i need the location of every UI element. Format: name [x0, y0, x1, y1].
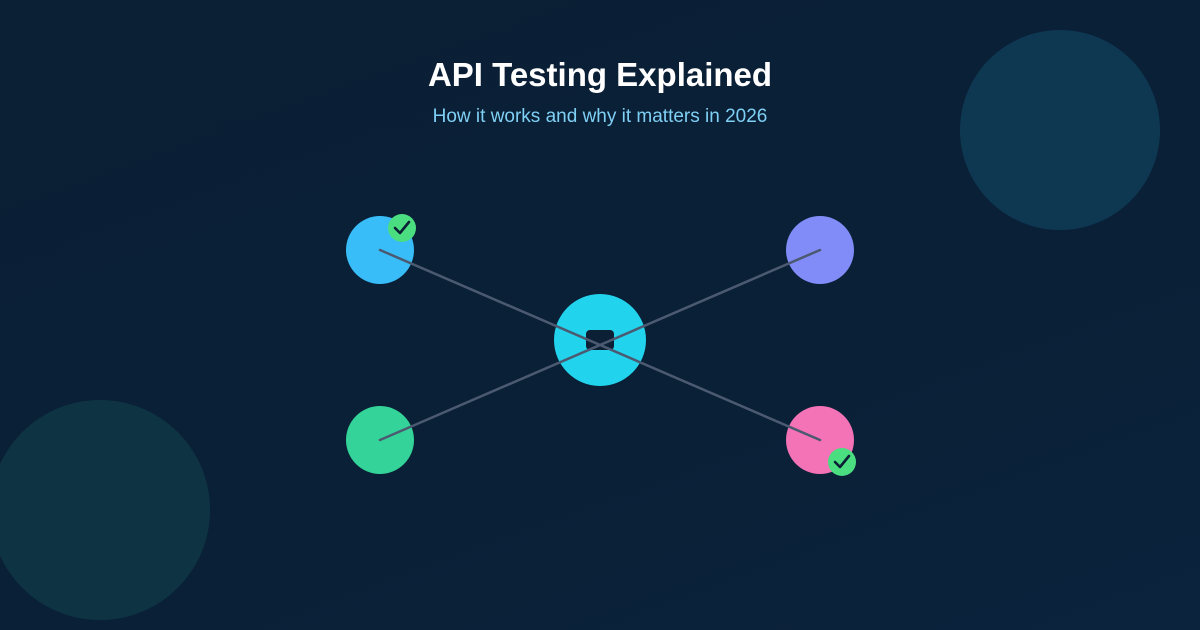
- decorative-circle-top-right: [960, 30, 1160, 230]
- decorative-circle-bottom-left: [0, 400, 210, 620]
- check-badge-bottom-right: [828, 448, 856, 476]
- connectors: [378, 248, 822, 442]
- check-badge-top-left: [388, 214, 416, 242]
- hub-node: [554, 294, 646, 386]
- check-badge-circle-top-left: [388, 214, 416, 242]
- page-subtitle: How it works and why it matters in 2026: [432, 106, 768, 127]
- page-title: API Testing Explained: [427, 56, 773, 93]
- hub-inner-square: [586, 330, 614, 350]
- check-badge-circle-bottom-right: [828, 448, 856, 476]
- connector-bottom-left-to-top-right: [378, 248, 822, 442]
- check-icon: [393, 220, 411, 235]
- check-icon: [833, 454, 851, 469]
